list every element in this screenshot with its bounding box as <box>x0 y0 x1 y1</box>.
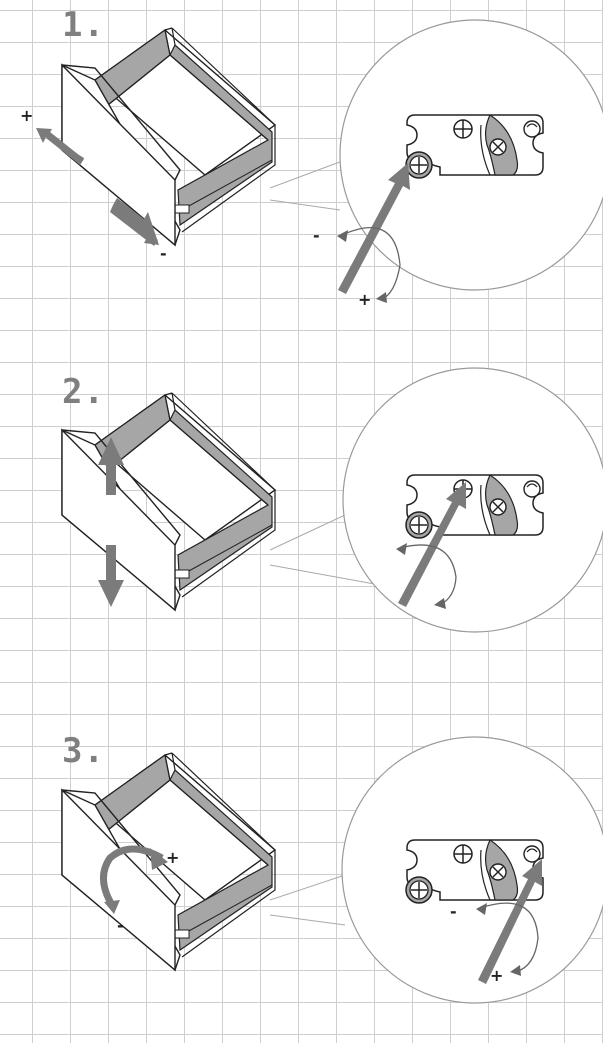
adjust-arrows-icon <box>36 128 159 246</box>
drawer-icon <box>61 392 276 611</box>
step-2: 2. <box>0 355 603 688</box>
plus-sign: + <box>166 848 180 867</box>
drawer-icon <box>61 27 276 246</box>
bracket-icon <box>405 114 544 179</box>
bracket-icon <box>405 474 544 539</box>
plus-sign: + <box>20 106 34 125</box>
minus-sign: - <box>117 916 124 935</box>
step-number: 1. <box>62 5 105 45</box>
screwdriver-arrow-icon <box>396 482 466 609</box>
step-2-illustration <box>61 367 603 633</box>
step-3: 3. + - - + <box>0 710 603 1043</box>
step-1: 1. + - - + <box>0 0 603 333</box>
detail-plus-sign: + <box>490 966 504 985</box>
screwdriver-arrow-icon <box>476 859 542 984</box>
detail-minus-sign: - <box>450 902 457 921</box>
height-arrows-icon <box>98 437 124 607</box>
step-number: 2. <box>62 372 105 412</box>
step-1-illustration <box>36 19 603 303</box>
tilt-arrow-icon <box>100 845 168 914</box>
screwdriver-arrow-icon <box>337 163 410 303</box>
minus-sign: - <box>160 244 167 263</box>
step-3-illustration <box>61 736 603 1004</box>
step-number: 3. <box>62 731 105 771</box>
detail-minus-sign: - <box>313 226 320 245</box>
detail-plus-sign: + <box>358 290 372 309</box>
